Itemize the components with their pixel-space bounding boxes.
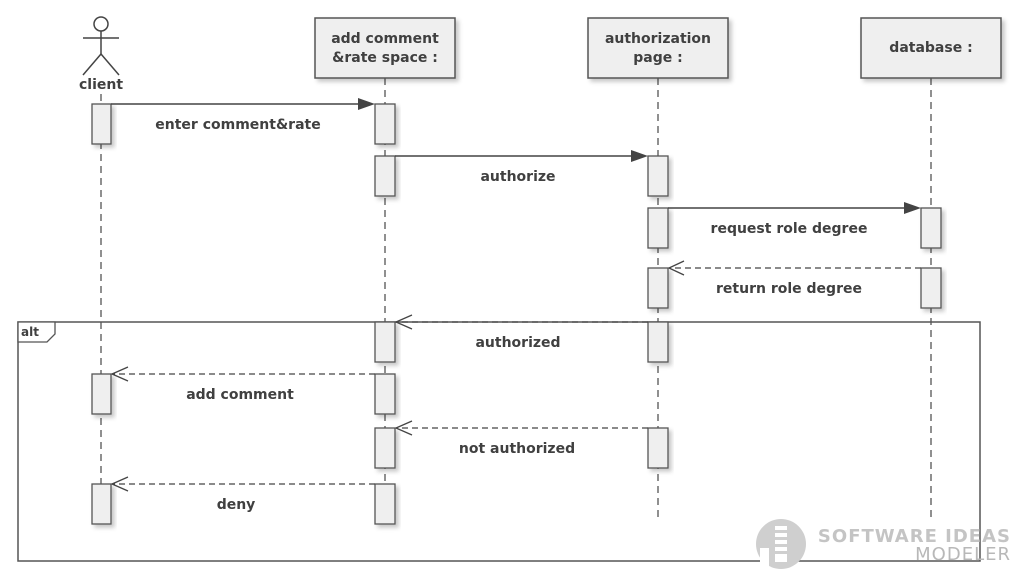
open-arrowhead-icon xyxy=(110,476,129,492)
participant-label-authorization-2: page : xyxy=(633,50,682,66)
activation-bar xyxy=(647,207,669,249)
actor-client xyxy=(82,16,120,76)
activation-bar xyxy=(374,427,396,469)
open-arrowhead-icon xyxy=(110,366,129,382)
activation-bar xyxy=(374,321,396,363)
open-arrowhead-icon xyxy=(667,260,685,276)
watermark-line-2: MODELER xyxy=(915,544,1011,565)
activation-bar xyxy=(374,103,396,145)
participant-label-database: database : xyxy=(889,40,972,56)
activation-bar xyxy=(647,321,669,363)
activation-bar xyxy=(374,155,396,197)
participant-box-database xyxy=(860,17,1002,79)
alt-fragment-operator-tab xyxy=(17,321,56,343)
activation-bars xyxy=(91,103,942,525)
open-arrowhead-icon xyxy=(394,420,413,436)
message-label-not-authorized: not authorized xyxy=(459,441,575,457)
participant-label-add-comment-1: add comment xyxy=(331,31,439,47)
activation-bar xyxy=(91,373,112,415)
message-label-request-role: request role degree xyxy=(711,221,868,237)
message-label-enter-comment: enter comment&rate xyxy=(155,117,320,133)
filled-arrowhead-icon xyxy=(631,150,648,162)
participant-label-client: client xyxy=(79,77,123,93)
message-label-authorized: authorized xyxy=(475,335,560,351)
activation-bar xyxy=(374,373,396,415)
message-label-add-comment: add comment xyxy=(186,387,294,403)
activation-bar xyxy=(647,267,669,309)
activation-bar xyxy=(647,155,669,197)
open-arrowhead-icon xyxy=(394,314,413,330)
activation-bar xyxy=(647,427,669,469)
message-label-authorize: authorize xyxy=(480,169,555,185)
activation-bar xyxy=(91,483,112,525)
participant-box-add-comment xyxy=(314,17,456,79)
filled-arrowhead-icon xyxy=(904,202,921,214)
participant-box-authorization xyxy=(587,17,729,79)
activation-bar xyxy=(91,103,112,145)
alt-fragment-operator: alt xyxy=(21,325,39,339)
alt-fragment-frame xyxy=(17,321,981,562)
activation-bar xyxy=(374,483,396,525)
filled-arrowhead-icon xyxy=(358,98,375,110)
participant-label-authorization-1: authorization xyxy=(605,31,711,47)
activation-bar xyxy=(920,267,942,309)
watermark-line-1: SOFTWARE IDEAS xyxy=(818,526,1011,547)
activation-bar xyxy=(920,207,942,249)
watermark-logo-icon xyxy=(756,519,806,569)
message-label-deny: deny xyxy=(217,497,256,513)
participant-label-add-comment-2: &rate space : xyxy=(332,50,438,66)
message-label-return-role: return role degree xyxy=(716,281,862,297)
